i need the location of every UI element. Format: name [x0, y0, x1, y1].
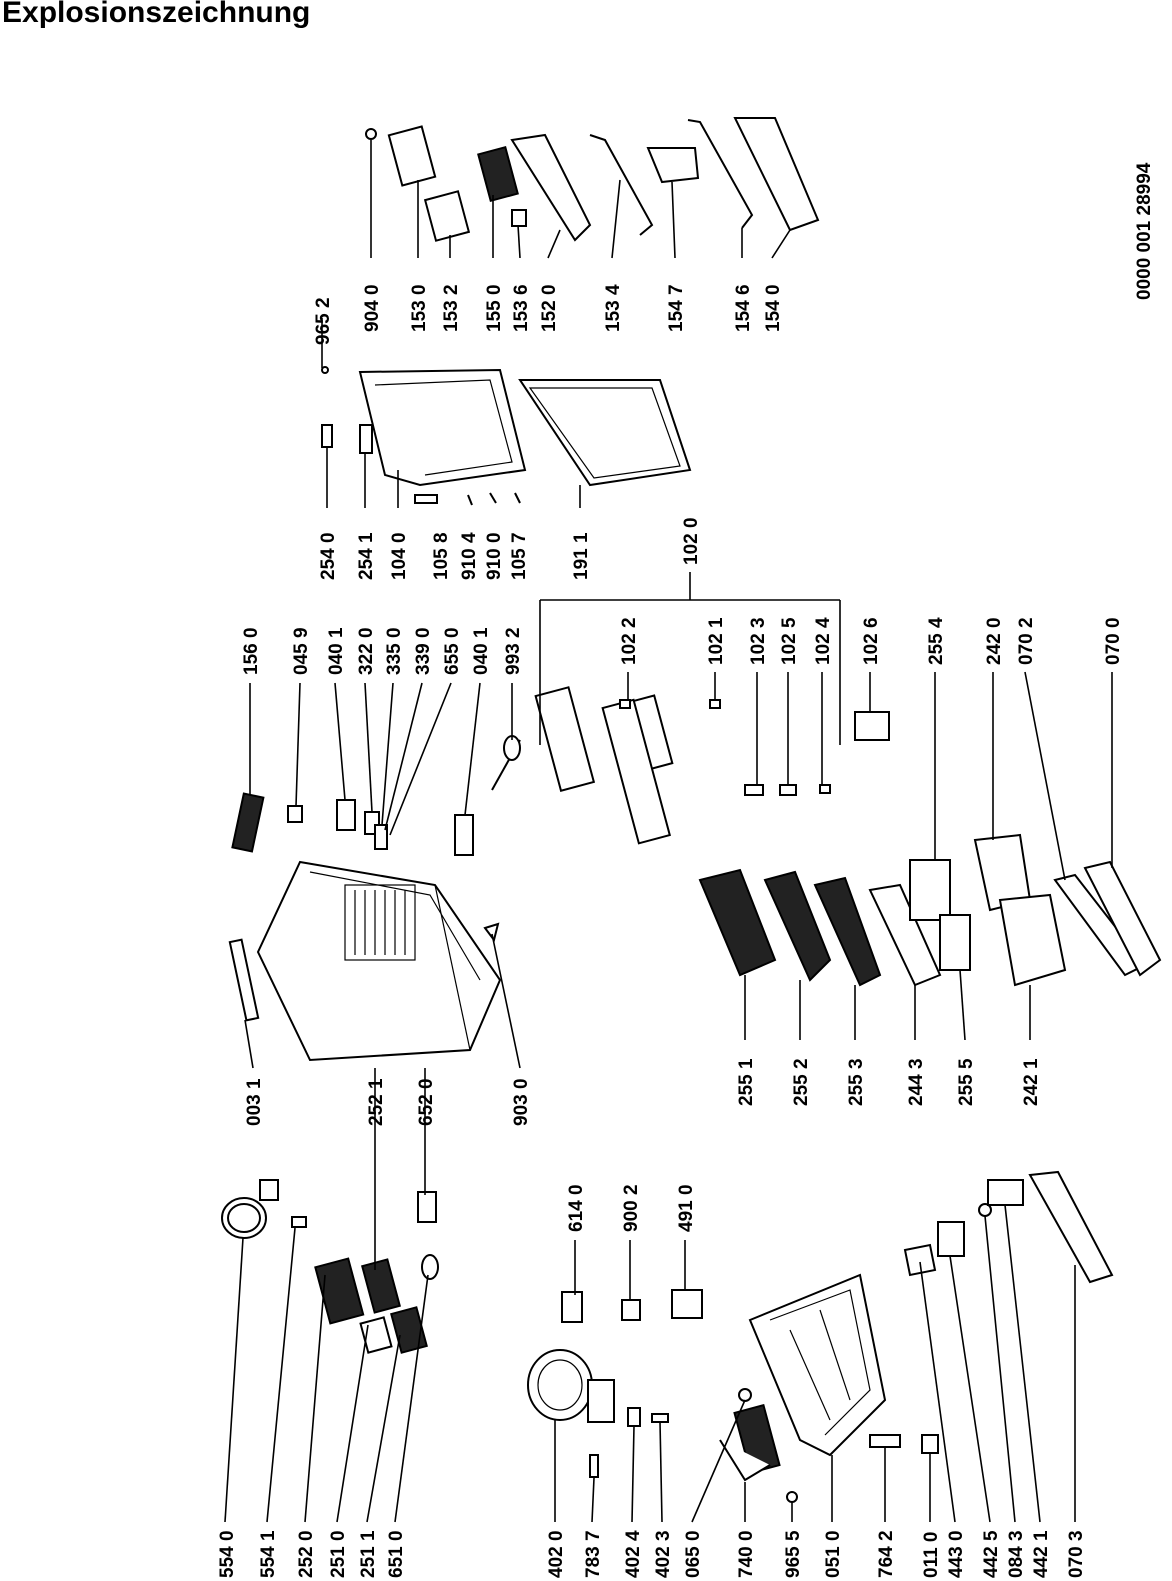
part-label: 102 6: [861, 617, 882, 665]
part-label: 652 0: [416, 1078, 437, 1126]
part-label: 102 2: [619, 617, 640, 665]
document-number: 0000 001 28994: [1134, 162, 1155, 300]
part-label: 102 5: [779, 617, 800, 665]
part-label: 155 0: [484, 284, 505, 332]
part-label: 045 9: [291, 627, 312, 675]
part-label: 242 0: [984, 617, 1005, 665]
part-label: 491 0: [676, 1184, 697, 1232]
part-label: 154 6: [733, 284, 754, 332]
part-label: 070 0: [1103, 617, 1124, 665]
part-label: 614 0: [566, 1184, 587, 1232]
part-label: 904 0: [362, 284, 383, 332]
part-label: 102 0: [681, 517, 702, 565]
page-title: Explosionszeichnung: [2, 0, 311, 29]
part-label: 252 0: [296, 1530, 317, 1578]
part-label: 105 7: [509, 532, 530, 580]
part-label: 070 2: [1016, 617, 1037, 665]
part-label: 255 2: [791, 1058, 812, 1106]
part-label: 255 3: [846, 1058, 867, 1106]
part-label: 254 1: [356, 532, 377, 580]
part-label: 443 0: [946, 1530, 967, 1578]
part-label: 153 0: [409, 284, 430, 332]
part-label: 322 0: [356, 627, 377, 675]
part-label: 402 0: [546, 1530, 567, 1578]
part-label: 154 7: [666, 284, 687, 332]
part-label: 783 7: [583, 1530, 604, 1578]
part-label: 655 0: [442, 627, 463, 675]
part-label: 102 3: [748, 617, 769, 665]
part-label: 153 4: [603, 284, 624, 332]
part-label: 651 0: [386, 1530, 407, 1578]
part-label: 003 1: [244, 1078, 265, 1126]
part-label: 242 1: [1021, 1058, 1042, 1106]
parts-artwork: [221, 117, 1162, 1503]
part-label: 191 1: [571, 532, 592, 580]
part-label: 105 8: [431, 532, 452, 580]
part-label: 335 0: [384, 627, 405, 675]
part-label: 051 0: [823, 1530, 844, 1578]
part-label: 554 1: [258, 1530, 279, 1578]
part-label: 740 0: [736, 1530, 757, 1578]
part-number-labels: 554 0 554 1 252 0 251 0 251 1 651 0 402 …: [217, 162, 1155, 1578]
part-label: 255 4: [926, 617, 947, 665]
part-label: 153 2: [441, 284, 462, 332]
part-label: 104 0: [389, 532, 410, 580]
part-label: 764 2: [876, 1530, 897, 1578]
part-label: 965 5: [783, 1530, 804, 1578]
part-label: 442 1: [1031, 1530, 1052, 1578]
part-label: 070 3: [1066, 1530, 1087, 1578]
part-label: 153 6: [511, 284, 532, 332]
part-label: 252 1: [366, 1078, 387, 1126]
part-label: 993 2: [503, 627, 524, 675]
part-label: 339 0: [413, 627, 434, 675]
part-label: 903 0: [511, 1078, 532, 1126]
part-label: 402 3: [653, 1530, 674, 1578]
part-label: 442 5: [981, 1530, 1002, 1578]
leader-lines: [224, 140, 1113, 1523]
part-label: 244 3: [906, 1058, 927, 1106]
part-label: 900 2: [621, 1184, 642, 1232]
part-label: 402 4: [623, 1530, 644, 1578]
part-label: 102 1: [706, 617, 727, 665]
part-label: 554 0: [217, 1530, 238, 1578]
part-label: 254 0: [318, 532, 339, 580]
part-label: 255 5: [956, 1058, 977, 1106]
part-label: 251 1: [358, 1530, 379, 1578]
part-label: 152 0: [539, 284, 560, 332]
part-label: 910 0: [484, 532, 505, 580]
part-label: 154 0: [763, 284, 784, 332]
part-label: 084 3: [1006, 1530, 1027, 1578]
part-label: 040 1: [326, 627, 347, 675]
part-label: 065 0: [683, 1530, 704, 1578]
part-label: 255 1: [736, 1058, 757, 1106]
part-label: 011 0: [921, 1532, 942, 1579]
part-label: 102 4: [813, 617, 834, 665]
part-label: 965 2: [313, 297, 334, 345]
part-label: 910 4: [459, 532, 480, 580]
part-label: 156 0: [241, 627, 262, 675]
cabinet-drawing: [256, 860, 502, 1062]
part-label: 040 1: [471, 627, 492, 675]
part-label: 251 0: [328, 1530, 349, 1578]
